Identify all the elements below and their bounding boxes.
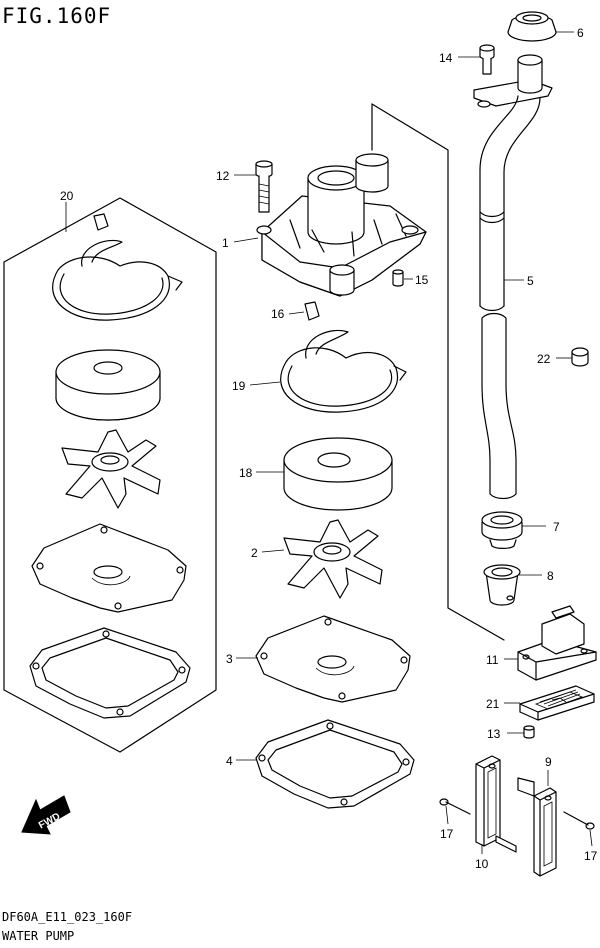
callout-21: 21 — [486, 697, 500, 711]
fwd-arrow: FWD — [21, 795, 71, 835]
seal-retainer-19 — [280, 329, 407, 413]
key-16 — [304, 301, 320, 321]
callout-15: 15 — [415, 273, 429, 287]
callout-2: 2 — [251, 546, 258, 560]
kit-20-impeller-plate — [55, 349, 161, 421]
callout-1: 1 — [222, 236, 229, 250]
gasket-4 — [255, 719, 415, 809]
callout-7: 7 — [553, 520, 560, 534]
callout-18: 18 — [239, 466, 253, 480]
callout-6: 6 — [577, 26, 584, 40]
plate-11 — [517, 605, 597, 681]
bracket-10 — [475, 755, 517, 853]
callout-10: 10 — [475, 857, 489, 871]
kit-20-outline — [3, 197, 217, 753]
callout-22: 22 — [537, 352, 551, 366]
dowel-pin-15 — [392, 269, 404, 287]
callout-11: 11 — [486, 653, 499, 667]
bracket-9 — [517, 777, 557, 877]
callout-12: 12 — [216, 169, 230, 183]
impeller-plate-18 — [283, 437, 393, 511]
tube-panel-outline — [371, 103, 505, 641]
callout-19: 19 — [232, 379, 246, 393]
bolt-14 — [479, 44, 495, 75]
callout-14: 14 — [439, 51, 453, 65]
callout-17-left: 17 — [440, 827, 454, 841]
diagram-code: DF60A_E11_023_160F — [2, 910, 133, 924]
callout-9: 9 — [545, 755, 552, 769]
leader-lines — [65, 31, 593, 854]
impeller-2 — [283, 519, 383, 599]
seal-8 — [483, 564, 521, 606]
diagram-name: WATER PUMP — [2, 929, 75, 943]
water-tube-5 — [473, 54, 553, 500]
callout-4: 4 — [226, 754, 233, 768]
callout-3: 3 — [226, 652, 233, 666]
kit-20-wear-plate — [31, 523, 187, 613]
kit-20-impeller — [61, 429, 161, 509]
bolt-13 — [523, 725, 535, 739]
bolt-12 — [255, 160, 273, 213]
screen-21 — [519, 685, 595, 721]
callout-17-right: 17 — [584, 849, 598, 863]
wear-plate-3 — [255, 615, 411, 703]
kit-20-seal-ring — [93, 213, 109, 231]
pump-case — [256, 153, 427, 297]
callout-20: 20 — [60, 189, 74, 203]
seal-7 — [481, 511, 523, 550]
grommet-22 — [571, 347, 589, 367]
screw-17-left — [439, 798, 471, 815]
callout-labels: 20 1 12 15 16 19 18 2 3 4 14 6 5 22 7 8 … — [60, 26, 598, 871]
figure-title: FIG.160F — [2, 4, 112, 28]
callout-8: 8 — [547, 569, 554, 583]
grommet-6 — [507, 11, 557, 42]
callout-13: 13 — [487, 727, 501, 741]
screw-17-right — [563, 811, 595, 830]
callout-16: 16 — [271, 307, 285, 321]
callout-5: 5 — [527, 274, 534, 288]
kit-20-seal-retainer — [52, 239, 183, 321]
kit-20-gasket — [29, 627, 191, 719]
